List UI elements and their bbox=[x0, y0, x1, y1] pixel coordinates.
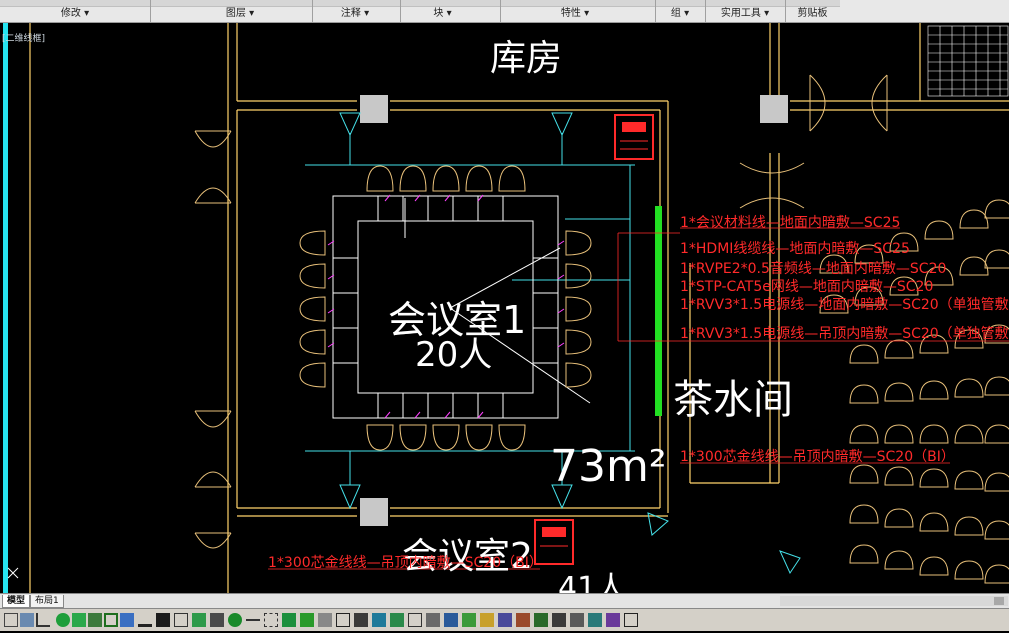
ribbon-divider bbox=[655, 0, 656, 22]
table-icon[interactable] bbox=[426, 613, 440, 627]
room-label-meeting2: 会议室2 bbox=[402, 536, 533, 577]
room-label-meeting1: 会议室1 bbox=[388, 298, 526, 342]
pin-icon[interactable] bbox=[228, 613, 242, 627]
drawing-canvas[interactable]: 库房 会议室1 20人 茶水间 73m² 会议室2 41人 1*会议材料线—地面… bbox=[0, 23, 1009, 593]
wiring-marks bbox=[327, 194, 565, 419]
snap-icon[interactable] bbox=[20, 613, 34, 627]
ortho-icon[interactable] bbox=[36, 613, 50, 627]
ribbon-divider bbox=[500, 0, 501, 22]
move-icon[interactable] bbox=[246, 613, 260, 627]
erase-icon[interactable] bbox=[318, 613, 332, 627]
ribbon-tool-strip bbox=[0, 0, 840, 7]
ribbon-group-clipboard[interactable]: 剪贴板 bbox=[797, 8, 828, 19]
cable-trunks bbox=[305, 133, 635, 485]
ribbon-group-layer[interactable]: 图层 ▾ bbox=[225, 8, 255, 19]
conference-table bbox=[332, 195, 591, 419]
cable-note: 1*HDMI线缆线—地面内暗敷—SC25 bbox=[680, 241, 910, 257]
mirror-icon[interactable] bbox=[354, 613, 368, 627]
dimension-icon[interactable] bbox=[462, 613, 476, 627]
column bbox=[360, 95, 388, 123]
text-icon[interactable] bbox=[444, 613, 458, 627]
measure-icon[interactable] bbox=[300, 613, 314, 627]
properties-icon[interactable] bbox=[498, 613, 512, 627]
ribbon-divider bbox=[705, 0, 706, 22]
doors bbox=[194, 74, 888, 549]
cable-note: 1*STP-CAT5e网线—地面内暗敷—SC20 bbox=[680, 279, 933, 295]
copy-icon[interactable] bbox=[336, 613, 350, 627]
room-label-storage: 库房 bbox=[490, 38, 562, 79]
horizontal-scrollbar[interactable] bbox=[780, 596, 1008, 606]
pick-icon[interactable] bbox=[282, 613, 296, 627]
room-capacity-meeting1: 20人 bbox=[415, 335, 492, 375]
ducs-icon[interactable] bbox=[104, 613, 118, 627]
scroll-thumb[interactable] bbox=[994, 597, 1004, 605]
selection-cycle-icon[interactable] bbox=[174, 613, 188, 627]
tab-layout1[interactable]: 布局1 bbox=[30, 595, 64, 608]
layer-icon[interactable] bbox=[480, 613, 494, 627]
cable-note: 1*300芯金线线—吊顶内暗敷—SC20（BI） bbox=[680, 449, 955, 465]
ribbon-group-annotation[interactable]: 注释 ▾ bbox=[340, 8, 370, 19]
annotation-monitor-icon[interactable] bbox=[210, 613, 224, 627]
cable-note: 1*RVPE2*0.5音频线—地面内暗敷—SC20 bbox=[680, 260, 946, 277]
room-capacity-meeting2: 41人 bbox=[558, 571, 626, 593]
column bbox=[760, 95, 788, 123]
array-icon[interactable] bbox=[390, 613, 404, 627]
note-leaders bbox=[268, 227, 1009, 570]
cable-note: 1*300芯金线线—吊顶内暗敷—SC20（BI） bbox=[268, 555, 543, 571]
room-label-tea: 茶水间 bbox=[673, 377, 793, 423]
screen-wall-bar bbox=[655, 206, 662, 416]
ribbon-divider bbox=[150, 0, 151, 22]
insert-icon[interactable] bbox=[552, 613, 566, 627]
clean-screen-icon[interactable] bbox=[624, 613, 638, 627]
ribbon-divider bbox=[312, 0, 313, 22]
equipment-cabinet bbox=[534, 519, 574, 565]
tab-model[interactable]: 模型 bbox=[2, 595, 31, 608]
transparency-icon[interactable] bbox=[156, 613, 170, 627]
cable-note: 1*RVV3*1.5电源线—地面内暗敷—SC20（单独管敷） bbox=[680, 297, 1009, 313]
ribbon-group-modify[interactable]: 修改 ▾ bbox=[60, 8, 90, 19]
polar-icon[interactable] bbox=[72, 613, 86, 627]
floor-plan: 库房 会议室1 20人 茶水间 73m² 会议室2 41人 1*会议材料线—地面… bbox=[3, 23, 1009, 593]
3d-osnap-icon[interactable] bbox=[192, 613, 206, 627]
ribbon-group-utilities[interactable]: 实用工具 ▾ bbox=[720, 8, 770, 19]
ribbon-group-block[interactable]: 块 ▾ bbox=[433, 8, 452, 19]
ribbon-group-group[interactable]: 组 ▾ bbox=[670, 8, 690, 19]
match-icon[interactable] bbox=[516, 613, 530, 627]
ucs-icon bbox=[7, 567, 19, 579]
ribbon-bar: 修改 ▾ 图层 ▾ 注释 ▾ 块 ▾ 特性 ▾ 组 ▾ 实用工具 ▾ 剪贴板 bbox=[0, 0, 1009, 23]
column bbox=[360, 498, 388, 526]
block-icon[interactable] bbox=[408, 613, 422, 627]
lineweight-icon[interactable] bbox=[138, 613, 152, 627]
select-window-icon[interactable] bbox=[264, 613, 278, 627]
offset-icon[interactable] bbox=[372, 613, 386, 627]
speaker-symbols bbox=[339, 112, 801, 575]
stairs bbox=[927, 25, 1009, 97]
workspace-icon[interactable] bbox=[588, 613, 602, 627]
cable-note: 1*RVV3*1.5电源线—吊顶内暗敷—SC20（单独管敷） bbox=[680, 326, 1009, 342]
viewport-label[interactable]: [二维线框] bbox=[2, 34, 46, 44]
lock-icon[interactable] bbox=[570, 613, 584, 627]
ribbon-divider bbox=[400, 0, 401, 22]
grid-icon[interactable] bbox=[4, 613, 18, 627]
layout-tab-bar: 模型 布局1 bbox=[0, 593, 1009, 608]
otrack-icon[interactable] bbox=[88, 613, 102, 627]
dyn-icon[interactable] bbox=[120, 613, 134, 627]
hatch-icon[interactable] bbox=[534, 613, 548, 627]
status-bar bbox=[0, 608, 1009, 631]
viewport-edge bbox=[3, 23, 8, 593]
equipment-cabinet bbox=[614, 114, 654, 160]
chairs bbox=[299, 165, 592, 451]
auditorium-seats bbox=[819, 199, 1009, 584]
ribbon-group-properties[interactable]: 特性 ▾ bbox=[560, 8, 590, 19]
cable-note: 1*会议材料线—地面内暗敷—SC25 bbox=[680, 215, 900, 231]
walls bbox=[29, 23, 1009, 593]
room-area: 73m² bbox=[550, 441, 667, 492]
isolate-icon[interactable] bbox=[606, 613, 620, 627]
ribbon-divider bbox=[785, 0, 786, 22]
osnap-icon[interactable] bbox=[56, 613, 70, 627]
